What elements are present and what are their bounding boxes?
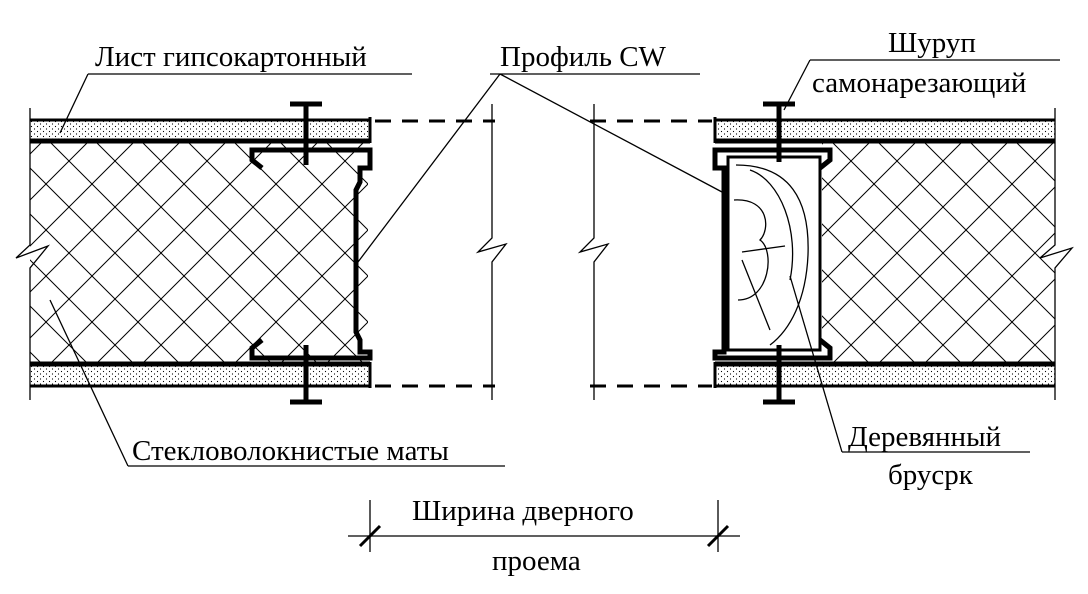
right-top-screw-icon: [763, 101, 795, 162]
left-top-gypsum-sheet: [30, 120, 370, 141]
right-cw-profile: [712, 147, 833, 361]
wooden-bar: [726, 155, 822, 352]
right-bottom-gypsum-sheet: [715, 365, 1055, 386]
wooden-bar-label-line2: брусрк: [888, 459, 974, 491]
left-top-screw-icon: [290, 101, 322, 165]
right-bottom-screw-icon: [763, 345, 795, 405]
glass-mats-label: Стекловолокнистые маты: [132, 435, 449, 467]
left-bottom-gypsum-sheet: [30, 365, 370, 386]
screw-label-line2: самонарезающий: [812, 67, 1026, 99]
right-wall-section: [712, 101, 1074, 405]
opening-width-label-line2: проема: [492, 545, 581, 577]
left-glass-mat: [30, 143, 368, 363]
opening-break-left: [475, 104, 508, 400]
door-opening: [375, 104, 712, 400]
cw-profile-label: Профиль CW: [500, 41, 667, 73]
screw-label-line1: Шуруп: [888, 27, 976, 59]
right-break-line: [1039, 108, 1074, 400]
right-glass-mat: [822, 143, 1055, 363]
left-cw-profile: [249, 147, 373, 361]
left-wall-section: [15, 101, 373, 405]
opening-width-label-line1: Ширина дверного: [412, 495, 634, 527]
left-break-line: [15, 108, 51, 400]
left-bottom-screw-icon: [290, 345, 322, 405]
opening-break-right: [577, 104, 610, 400]
wood-grain: [733, 164, 809, 346]
wooden-bar-label-line1: Деревянный: [848, 421, 1001, 453]
right-top-gypsum-sheet: [715, 120, 1055, 141]
gypsum-sheet-label: Лист гипсокартонный: [95, 41, 367, 73]
leader-lines: [49, 59, 1060, 467]
opening-width-dimension: [348, 500, 740, 552]
